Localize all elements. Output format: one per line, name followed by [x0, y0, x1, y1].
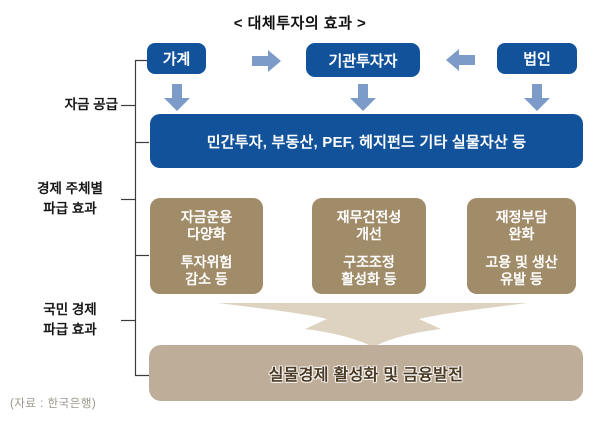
effect-group: 재무건전성 개선: [312, 209, 426, 243]
national-label-line1: 국민 경제: [43, 302, 97, 317]
merge-arrow-icon: [218, 303, 528, 347]
effect-line: 유발 등: [500, 271, 543, 287]
corporation-box: 법인: [497, 43, 577, 74]
effect-line: 재무건전성: [336, 209, 402, 225]
bottom-result-label: 실물경제 활성화 및 금융발전: [268, 367, 464, 384]
supply-bar: 민간투자, 부동산, PEF, 헤지펀드 기타 실물자산 등: [150, 114, 583, 168]
effect-line: 활성화 등: [341, 271, 397, 287]
agent-label-line1: 경제 주체별: [37, 181, 103, 196]
source-note: (자료 : 한국은행): [10, 398, 97, 410]
effect-group: 구조조정 활성화 등: [312, 254, 426, 288]
effect-group: 고용 및 생산 유발 등: [467, 254, 576, 288]
effect-line: 완화: [508, 226, 535, 242]
effect-line: 다양화: [187, 226, 226, 242]
effect-box-financial-soundness: 재무건전성 개선 구조조정 활성화 등: [312, 198, 426, 294]
institutional-investor-box: 기관투자자: [306, 43, 420, 77]
bottom-result-bar: 실물경제 활성화 및 금융발전: [149, 345, 583, 401]
effect-line: 구조조정: [343, 254, 395, 270]
left-arrow-icon: [446, 49, 475, 71]
corporation-label: 법인: [523, 51, 551, 68]
side-label-funding: 자금 공급: [22, 95, 118, 115]
effect-line: 고용 및 생산: [485, 254, 558, 270]
side-label-national-effects: 국민 경제 파급 효과: [22, 300, 118, 340]
supply-bar-label: 민간투자, 부동산, PEF, 헤지펀드 기타 실물자산 등: [206, 133, 527, 151]
funding-label-text: 자금 공급: [64, 97, 118, 112]
side-label-agent-effects: 경제 주체별 파급 효과: [22, 179, 118, 219]
effect-line: 자금운용: [180, 209, 233, 225]
down-arrow-icon: [164, 84, 190, 111]
national-label-line2: 파급 효과: [43, 322, 97, 337]
household-label: 가계: [162, 51, 191, 68]
effect-line: 투자위험: [180, 254, 233, 270]
agent-label-line2: 파급 효과: [43, 201, 97, 216]
effect-group: 투자위험 감소 등: [150, 254, 263, 288]
bracket-spine: [134, 59, 149, 377]
diagram-title: < 대체투자의 효과 >: [233, 15, 367, 32]
right-arrow-icon: [252, 50, 281, 72]
down-arrow-icon: [350, 84, 376, 111]
household-box: 가계: [147, 43, 206, 74]
effect-box-fiscal-burden: 재정부담 완화 고용 및 생산 유발 등: [467, 198, 576, 294]
institutional-investor-label: 기관투자자: [328, 52, 398, 70]
effect-line: 재정부담: [495, 209, 548, 225]
effect-box-fund-management: 자금운용 다양화 투자위험 감소 등: [150, 198, 263, 294]
effect-line: 개선: [356, 226, 382, 242]
effect-line: 감소 등: [185, 271, 228, 287]
effect-group: 재정부담 완화: [467, 209, 576, 243]
effect-group: 자금운용 다양화: [150, 209, 263, 243]
down-arrow-icon: [524, 84, 550, 111]
merge-arrow-shape: [218, 303, 528, 347]
